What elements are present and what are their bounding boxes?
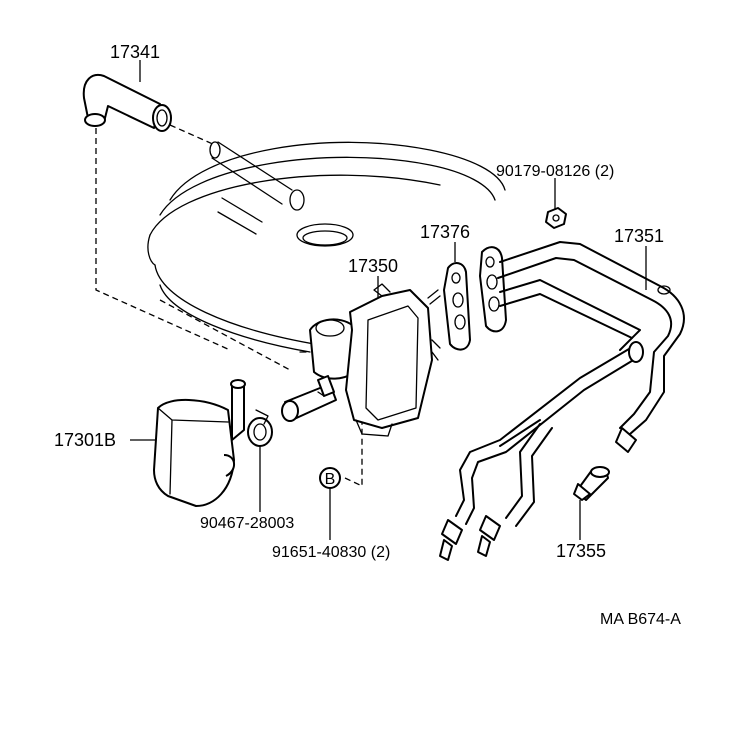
silencer-17301b: [153, 379, 246, 507]
air-switching-valve-17350: [299, 283, 441, 437]
reference-b-label: B: [325, 471, 336, 488]
hose-clamp-90467: [247, 409, 273, 447]
label-17341: 17341: [110, 42, 160, 62]
drawing-code: MA B674-A: [600, 611, 681, 628]
gasket-17376: [443, 246, 507, 351]
label-17355: 17355: [556, 541, 606, 561]
label-17301b: 17301B: [54, 430, 116, 450]
label-leaders: [130, 60, 647, 540]
label-17350: 17350: [348, 256, 398, 276]
air-cleaner-housing: [147, 141, 506, 353]
label-17376: 17376: [420, 222, 470, 242]
label-90179-08126: 90179-08126 (2): [496, 163, 614, 180]
label-91651-40830: 91651-40830 (2): [272, 544, 390, 561]
pipe-17351: [439, 241, 685, 561]
housing-pipe: [209, 141, 305, 235]
bolt-17355: [573, 466, 610, 501]
phantom-lines: [95, 124, 363, 488]
label-17351: 17351: [614, 226, 664, 246]
hose-17341: [82, 74, 172, 132]
label-90467-28003: 90467-28003: [200, 515, 294, 532]
reference-marker-b: B: [319, 467, 341, 489]
nut-90179: [545, 207, 567, 229]
